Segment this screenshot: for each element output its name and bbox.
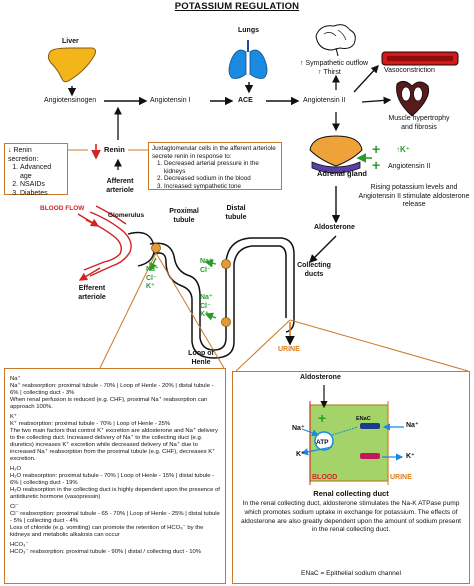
page-title: POTASSIUM REGULATION [174,1,300,12]
svg-text:ATP: ATP [316,439,329,446]
cl-heading: Cl⁻ [10,504,19,510]
hco3-text-1: HCO₃⁻ reabsorption: proximal tubule - 90… [10,549,202,555]
arrow-ang2-to-heart [361,96,392,105]
hco3-heading: HCO₃⁻ [10,542,29,548]
distal-label: Distal tubule [225,205,247,221]
brain-icon [315,24,356,57]
jg-list: Decreased arterial pressure in the kidne… [152,160,278,190]
ang2-side-label: Angiotensin II [388,163,431,170]
site-proximal-dot [151,243,161,253]
lungs-icon [228,40,268,79]
vessel-icon [381,51,459,66]
h2o-text-1: H₂O reabsorption: proximal tubule - 70% … [10,473,215,486]
adrenal-gland-icon [309,135,363,174]
proximal-label: Proximal tubule [169,208,199,224]
angiotensinogen-label: Angiotensinogen [44,97,97,104]
sympathetic-label: ↑ Sympathetic outflow [300,60,369,67]
collecting-duct-panel [232,371,470,584]
arrow-aldosterone-to-ducts [309,235,337,263]
lungs-label: Lungs [238,27,259,34]
thirst-label: ↑ Thirst [318,69,341,76]
duct-heading: Renal collecting duct [313,489,389,498]
urine-label: URINE [278,346,300,353]
collecting-ducts-label: Collecting ducts [297,262,331,278]
enac-label: ENaC [356,416,371,422]
na-text-2: When renal perfusion is reduced (e.g. CH… [10,397,208,410]
glomerulus-label: Glomerulus [108,212,145,219]
duct-na-left: Na⁺ [292,425,305,432]
plus-ang2: + [372,157,380,173]
duct-body: In the renal collecting duct, aldosteron… [241,500,461,534]
blood-flow-label: BLOOD FLOW [40,205,85,212]
h2o-text-2: H₂O reabsorption in the collecting duct … [10,487,220,500]
liver-icon [47,47,97,83]
jg-item: Decreased arterial pressure in the kidne… [164,160,278,175]
renin-box-heading: ↓ Renin secretion: [8,147,39,163]
efferent-label: Efferent arteriole [78,285,106,301]
juxtaglomerular-box: Juxtaglomerular cells in the afferent ar… [148,142,282,190]
loop-label: Loop of Henle [188,350,214,366]
duct-na-right: Na⁺ [406,422,419,429]
ace-label: ACE [238,97,253,104]
svg-text:+: + [318,410,326,426]
aldosterone-label: Aldosterone [314,224,355,231]
renin-box-item: Diabetes [20,190,64,199]
heart-icon [396,80,430,117]
k-heading: K⁺ [10,414,18,420]
angiotensin2-label: Angiotensin II [303,97,346,104]
jg-intro: Juxtaglomerular cells in the afferent ar… [152,145,276,160]
duct-aldosterone-label: Aldosterone [300,374,341,381]
nephron-tubule [149,237,295,359]
distal-ions: Na⁺ Cl⁻ [200,258,213,274]
cl-text-1: Cl⁻ reabsorption: proximal tubule - 65 -… [10,511,220,524]
h2o-heading: H₂O [10,466,22,472]
rising-potassium-note: Rising potassium levels and Angiotensin … [358,184,470,208]
duct-blood-label: BLOOD [312,474,338,481]
k-increase-label: ↑K⁺ [396,145,410,154]
angiotensin1-label: Angiotensin I [150,97,191,104]
muscle-label: Muscle hypertrophy and fibrosis [388,115,450,131]
arterioles [83,205,132,277]
liver-label: Liver [62,38,79,45]
vasoconstriction-label: Vasoconstriction [384,67,435,74]
duct-footer: ENaC = Epithelial sodium channel [301,570,401,577]
reabsorption-box: Na⁺ Na⁺ reabsorption: proximal tubule - … [4,368,226,584]
duct-k-left: K⁺ [296,451,305,458]
renin-box-item: Advanced age [20,164,64,181]
k-text-2: The two main factors that control K⁺ exc… [10,428,218,462]
plus-k: + [372,141,380,157]
duct-diagram: + ATP [300,385,404,485]
adrenal-label: Adrenal gland [317,169,368,178]
renin-secretion-box: ↓ Renin secretion: Advanced age NSAIDs D… [4,143,68,198]
na-text-1: Na⁺ reabsorption: proximal tubule - 70% … [10,383,214,396]
renin-box-list: Advanced age NSAIDs Diabetes [8,164,64,198]
renin-label: Renin [104,145,125,154]
k-text-1: K⁺ reabsorption: proximal tubule - 70% |… [10,421,171,427]
arrow-ang2-to-vessel [353,65,379,93]
afferent-label: Afferent arteriole [106,178,134,194]
cl-text-2: Loss of chloride (e.g. vomiting) can pro… [10,525,204,538]
renin-box-item: NSAIDs [20,181,64,190]
jg-item: Increased sympathetic tone [164,183,278,191]
proximal-ions: Na⁺ Cl⁻ K⁺ [146,266,159,290]
site-distal-dot [221,259,231,269]
na-heading: Na⁺ [10,376,21,382]
duct-k-right: K⁺ [406,453,415,460]
duct-urine-label: URINE [390,474,412,481]
loop-ions: Na⁺ Cl⁻ K⁺ [200,294,213,318]
site-loop-dot [221,317,231,327]
jg-item: Decreased sodium in the blood [164,175,278,183]
